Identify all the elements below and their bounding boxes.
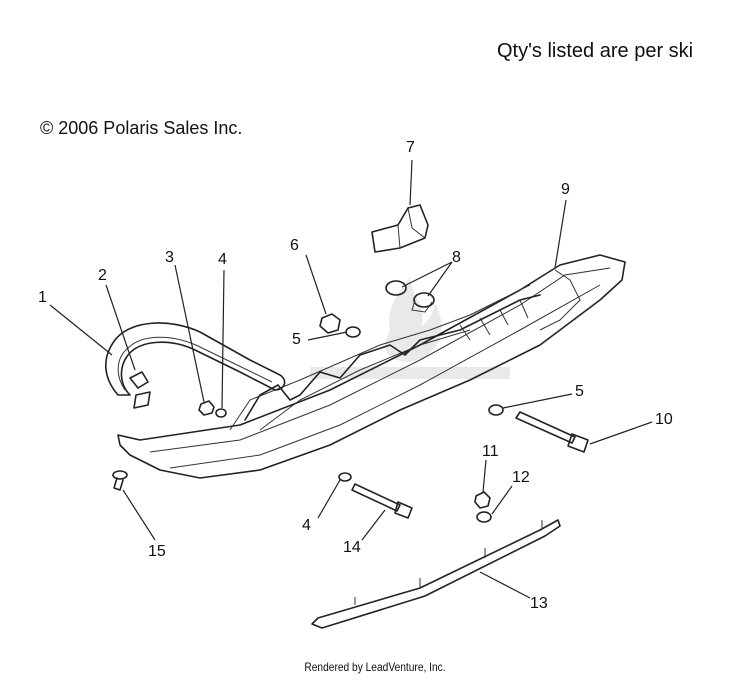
callout-7: 7 bbox=[406, 139, 415, 156]
callout-2: 2 bbox=[98, 267, 107, 284]
nut-3 bbox=[198, 400, 215, 416]
copyright-notice: © 2006 Polaris Sales Inc. bbox=[40, 118, 243, 138]
callout-1: 1 bbox=[38, 289, 47, 306]
callout-5-upper: 5 bbox=[292, 331, 301, 348]
callout-15: 15 bbox=[148, 543, 166, 560]
callout-11: 11 bbox=[482, 443, 499, 460]
washer-5-upper bbox=[345, 326, 361, 338]
callout-14: 14 bbox=[343, 539, 361, 556]
callout-4-upper: 4 bbox=[218, 251, 227, 268]
nut-6 bbox=[319, 313, 341, 334]
screw-15 bbox=[112, 470, 128, 491]
bushings bbox=[385, 280, 435, 313]
bolt-14 bbox=[351, 483, 413, 519]
callout-5-lower: 5 bbox=[575, 383, 584, 400]
damper-block bbox=[371, 204, 429, 253]
callout-4-lower: 4 bbox=[302, 517, 311, 534]
washer-4-upper bbox=[215, 408, 227, 418]
callout-6: 6 bbox=[290, 237, 299, 254]
callout-12: 12 bbox=[512, 469, 530, 486]
callout-8: 8 bbox=[452, 249, 461, 266]
washer-4-lower bbox=[338, 472, 352, 482]
ski-body bbox=[117, 254, 626, 479]
leader-lines bbox=[49, 159, 653, 599]
callout-10: 10 bbox=[655, 411, 673, 428]
runner-bar-13 bbox=[311, 519, 561, 629]
quantity-note: Qty's listed are per ski bbox=[497, 40, 694, 62]
footer-credit: Rendered by LeadVenture, Inc. bbox=[304, 660, 446, 674]
nut-11 bbox=[474, 491, 491, 509]
washer-5-lower bbox=[488, 404, 504, 416]
callout-13: 13 bbox=[530, 595, 548, 612]
callout-3: 3 bbox=[165, 249, 174, 266]
callout-9: 9 bbox=[561, 181, 570, 198]
ski-handle bbox=[105, 322, 286, 409]
washer-12 bbox=[476, 511, 492, 523]
bolt-10 bbox=[515, 411, 589, 453]
